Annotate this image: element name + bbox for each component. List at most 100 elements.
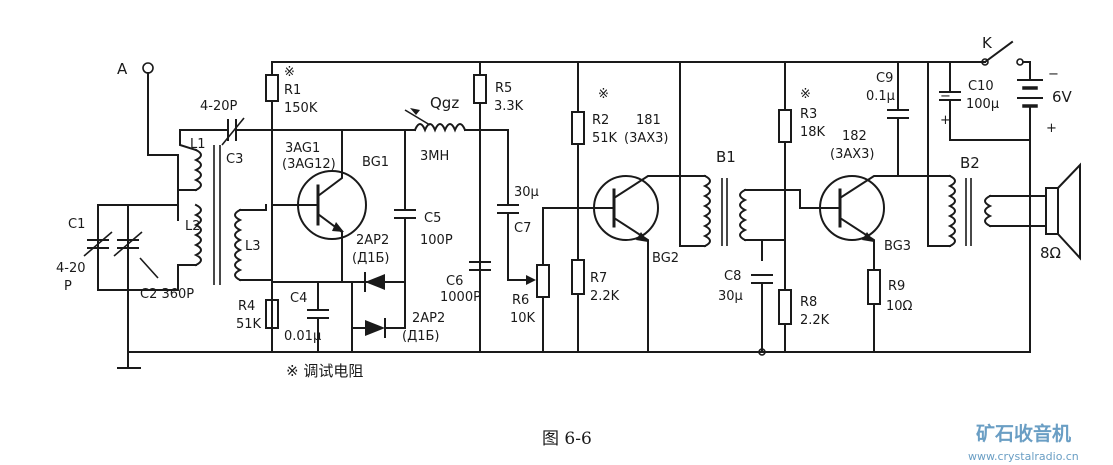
resistor-r8 [778,289,792,353]
coil-l3 [234,204,273,282]
label-q1-type: 3AG1 [285,141,320,156]
label-bg3: BG3 [884,239,911,254]
label-c6-value: 1000P [440,290,481,305]
coil-l2 [193,203,202,267]
label-l1: L1 [190,137,206,152]
label-r2: R2 [592,113,609,128]
figure-caption: 图 6-6 [542,429,592,449]
diode-detector-2 [351,281,406,353]
label-c5-value: 100P [420,233,453,248]
label-d1: 2AP2 [356,233,389,248]
label-c9: C9 [876,71,893,86]
diode-detector-1 [351,272,406,292]
speaker-icon [1045,162,1081,261]
ground-node [758,348,766,356]
battery-6v [1017,79,1043,353]
label-qgz-value: 3MH [420,149,449,164]
capacitor-c10 [939,61,1031,141]
transistor-bg1 [297,129,367,283]
transistor-bg3 [819,175,929,271]
label-c8: C8 [724,269,741,284]
label-q1-alt: (3AG12) [282,157,336,172]
resistor-r9 [867,269,881,353]
switch-k [981,40,1031,79]
choke-qgz [404,108,481,133]
resistor-r4 [265,299,279,329]
resistor-r7 [571,259,585,353]
capacitor-c2 [113,231,159,279]
label-r8: R8 [800,295,817,310]
tuning-box [97,204,179,353]
resistor-r5 [473,61,487,353]
resistor-r2 [571,61,585,261]
label-r7-value: 2.2K [590,289,620,304]
label-r9: R9 [888,279,905,294]
label-q3-alt: (3AX3) [830,147,874,162]
transistor-bg2 [593,175,681,353]
label-c3: C3 [226,152,243,167]
label-r9-value: 10Ω [886,299,913,314]
label-r5: R5 [495,81,512,96]
label-c6: C6 [446,274,463,289]
watermark-url: www.crystalradio.cn [968,450,1079,463]
label-r6: R6 [512,293,529,308]
capacitor-c3 [179,117,273,146]
label-c1-range: 4-20 [56,261,86,276]
label-q3-type: 182 [842,129,867,144]
capacitor-c9 [887,61,909,177]
label-c10-plus: + [940,113,951,128]
label-r2-mark: ※ [598,87,609,102]
label-battery: 6V [1052,88,1073,106]
capacitor-c6 [469,261,491,271]
label-b2: B2 [960,154,980,172]
label-r1-value: 150K [284,101,318,116]
label-d2-alt: (Д1Б) [402,329,440,344]
label-q2-type: 181 [636,113,661,128]
capacitor-c4 [307,281,329,353]
label-switch-k: K [982,34,993,52]
resistor-r3 [778,61,792,291]
potentiometer-r6 [526,207,550,353]
label-r1-mark: ※ [284,65,295,80]
label-qgz: Qgz [430,94,459,112]
l2-bottom-lead [177,264,197,291]
label-c5: C5 [424,211,441,226]
label-c3-range: 4-20P [200,99,238,114]
label-bg2: BG2 [652,251,679,266]
label-c7: C7 [514,221,531,236]
label-speaker: 8Ω [1040,244,1061,262]
label-b1: B1 [716,148,736,166]
capacitor-c5 [394,129,416,283]
label-c8-value: 30μ [718,289,743,304]
label-d2: 2AP2 [412,311,445,326]
resistor-r1 [265,61,279,353]
capacitor-c1 [83,231,113,257]
label-c4-value: 0.01μ [284,329,321,344]
label-l3: L3 [245,239,261,254]
label-r7: R7 [590,271,607,286]
label-c1: C1 [68,217,85,232]
label-note: ※ 调试电阻 [286,362,363,380]
label-r2-value: 51K [592,131,618,146]
transformer-b2 [927,61,1047,248]
label-battery-minus: − [1048,67,1059,82]
label-c7-value: 30μ [514,185,539,200]
label-c4: C4 [290,291,307,306]
label-c1-unit: P [64,279,72,294]
label-r4-value: 51K [236,317,262,332]
capacitor-c7 [479,129,529,281]
label-r6-value: 10K [510,311,536,326]
label-l2: L2 [185,219,201,234]
label-r4: R4 [238,299,255,314]
label-c9-value: 0.1μ [866,89,895,104]
coil-l1 [193,148,202,192]
label-r5-value: 3.3K [494,99,524,114]
label-c10: C10 [968,79,994,94]
label-q2-alt: (3AX3) [624,131,668,146]
label-r1: R1 [284,83,301,98]
l1-top-lead [179,129,198,152]
label-r3: R3 [800,107,817,122]
b1-primary-top [679,61,706,247]
label-d1-alt: (Д1Б) [352,251,390,266]
